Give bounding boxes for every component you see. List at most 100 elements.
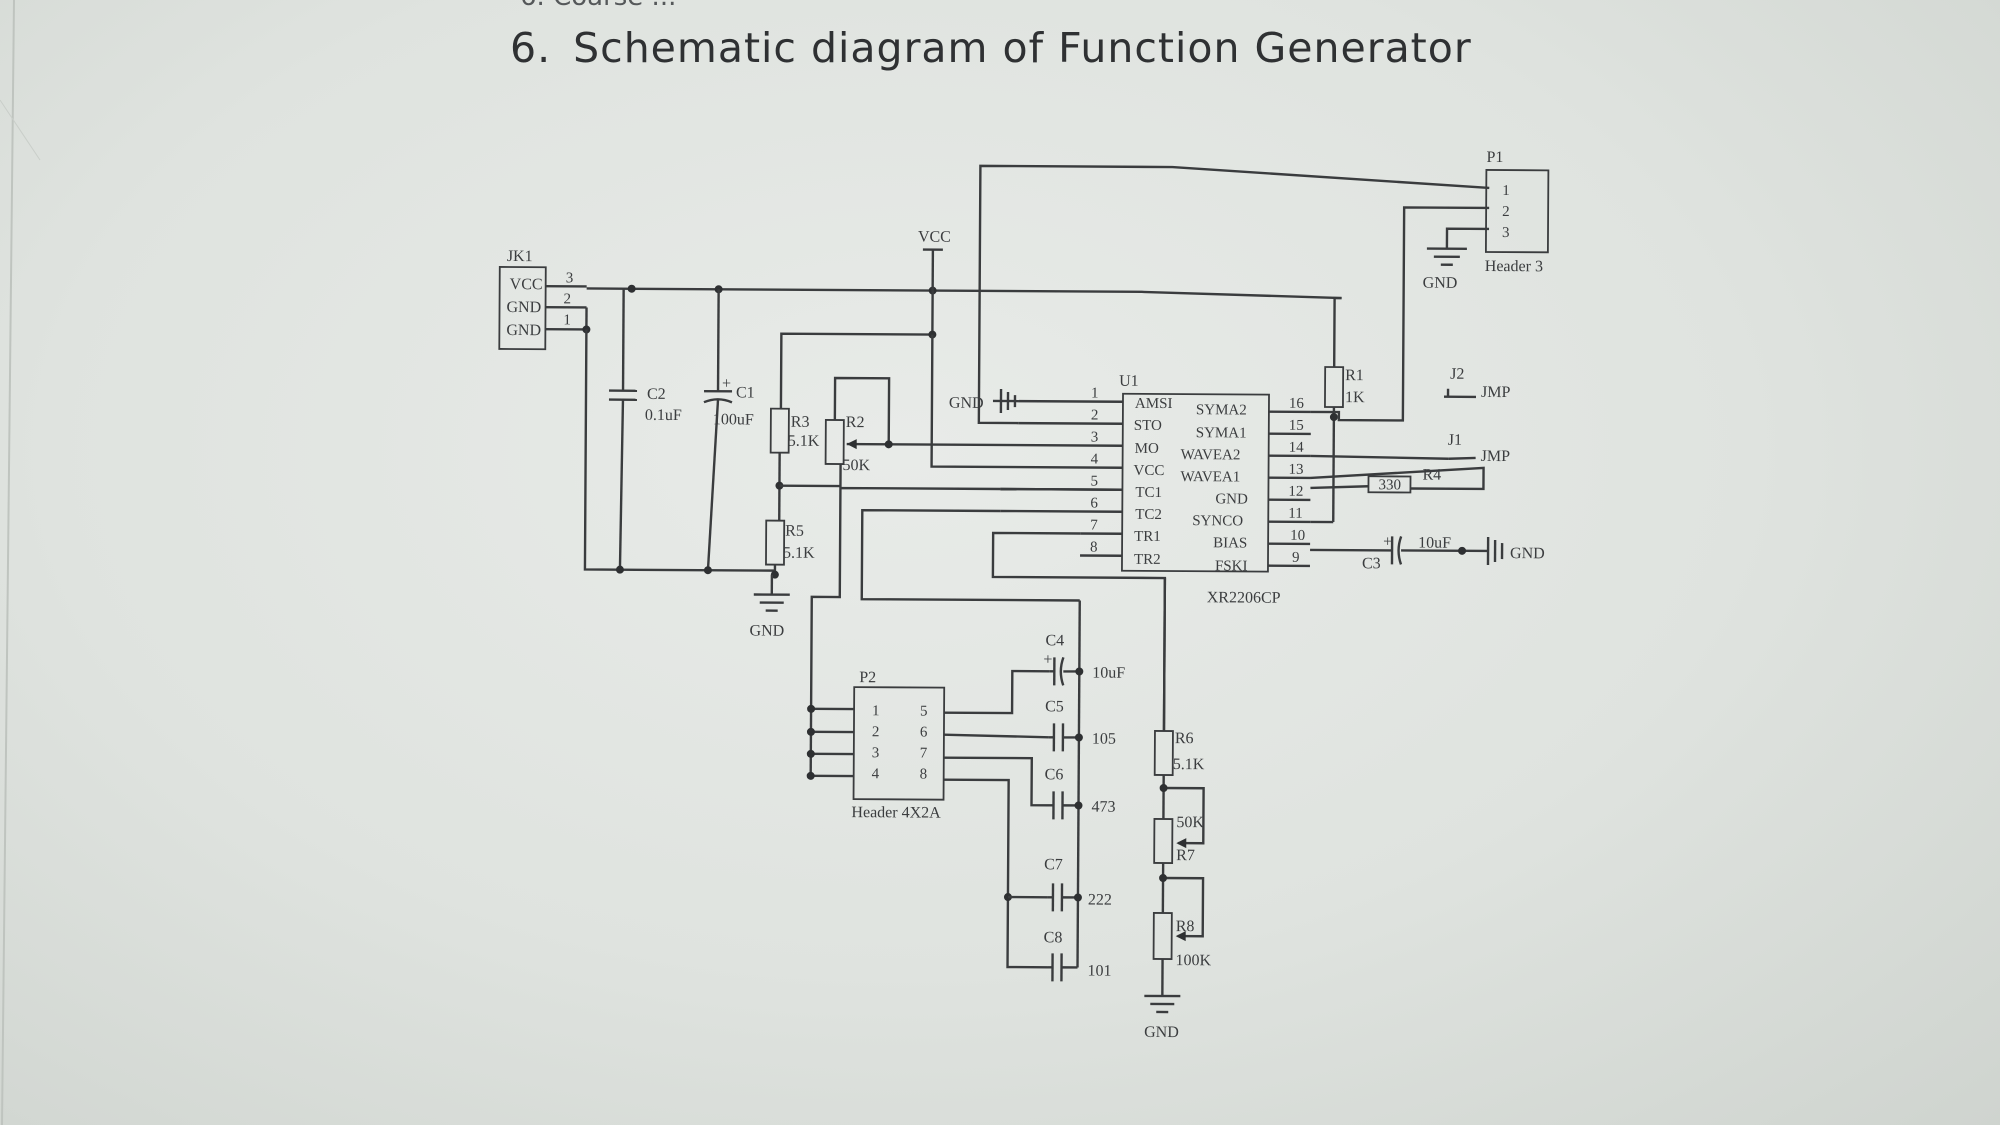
p2-pin-8: 8 xyxy=(920,767,928,783)
gnd-symbol-u1-left: GND xyxy=(949,388,1019,414)
c6-ref: C6 xyxy=(1045,766,1064,783)
title-text: Schematic diagram of Function Generator xyxy=(573,24,1472,72)
section-number: 6. xyxy=(510,24,552,72)
u1-pin-tc2: TC2 xyxy=(1135,507,1162,523)
p2-header: P2 Header 4X2A 1 2 3 4 5 6 7 8 xyxy=(806,669,1050,969)
u1-num-2: 2 xyxy=(1091,408,1099,424)
page-title: 6. Schematic diagram of Function Generato… xyxy=(510,24,1472,72)
c8-ref: C8 xyxy=(1044,929,1063,946)
jk1-pin-gnd-2: GND xyxy=(506,299,541,316)
j1-ref: J1 xyxy=(1448,432,1462,449)
jk1-num-2: 2 xyxy=(564,291,572,307)
r1-resistor: R1 1K xyxy=(1310,366,1365,524)
jk1-num-1: 1 xyxy=(563,312,571,328)
u1-pin-sto: STO xyxy=(1134,418,1162,434)
p2-ref: P2 xyxy=(859,669,876,686)
p1-name: Header 3 xyxy=(1485,258,1543,275)
p1-pin-2: 2 xyxy=(1502,204,1510,220)
j1-value: JMP xyxy=(1481,448,1511,465)
u1-num-13: 13 xyxy=(1289,462,1304,478)
j2-ref: J2 xyxy=(1450,366,1464,383)
p2-pin-3: 3 xyxy=(872,745,880,761)
gnd-label-left: GND xyxy=(750,622,785,639)
svg-text:+: + xyxy=(722,375,731,392)
c1-value: 100uF xyxy=(713,411,754,428)
r2-potentiometer: R2 50K xyxy=(779,376,1123,488)
r3-ref: R3 xyxy=(791,414,810,431)
jk1-num-3: 3 xyxy=(566,270,574,286)
svg-text:+: + xyxy=(1383,533,1392,550)
u1-num-3: 3 xyxy=(1091,430,1099,446)
p2-pin-6: 6 xyxy=(920,725,928,741)
c6-capacitor: C6 473 xyxy=(1045,766,1116,820)
u1-num-1: 1 xyxy=(1091,386,1099,402)
c4-value: 10uF xyxy=(1092,665,1125,682)
p1-pin-3: 3 xyxy=(1502,225,1510,241)
c7-ref: C7 xyxy=(1044,856,1063,873)
r3-resistor: R3 5.1K xyxy=(769,407,820,521)
u1-pin-wavea2: WAVEA2 xyxy=(1181,447,1241,463)
p2-pin-1: 1 xyxy=(872,703,880,719)
r7-ref: R7 xyxy=(1176,847,1195,864)
c5-value: 105 xyxy=(1092,731,1116,748)
r1-ref: R1 xyxy=(1345,367,1364,384)
u1-left-pin-numbers: 1 2 3 4 5 6 7 8 xyxy=(1090,386,1099,556)
u1-num-5: 5 xyxy=(1090,474,1098,490)
u1-pin-synco: SYNCO xyxy=(1192,513,1243,529)
u1-num-4: 4 xyxy=(1091,452,1099,468)
u1-pin-tc1: TC1 xyxy=(1135,485,1162,501)
u1-pin-bias: BIAS xyxy=(1213,535,1247,551)
r8-potentiometer: R8 100K xyxy=(1152,912,1212,969)
u1-pin-tr2: TR2 xyxy=(1134,552,1161,568)
r4-ref: R4 xyxy=(1422,467,1441,484)
p2-pin-4: 4 xyxy=(872,766,880,782)
gnd-label-c3: GND xyxy=(1510,545,1545,562)
j2-value: JMP xyxy=(1481,384,1511,401)
c3-ref: C3 xyxy=(1362,555,1381,572)
c1-ref: C1 xyxy=(736,384,755,401)
c8-capacitor: C8 101 xyxy=(1044,929,1112,982)
c7-value: 222 xyxy=(1088,892,1112,909)
r3-value: 5.1K xyxy=(788,433,820,450)
r7-value: 50K xyxy=(1176,814,1204,831)
u1-pin-amsi: AMSI xyxy=(1135,396,1173,412)
r5-resistor: R5 5.1K xyxy=(765,519,815,579)
r4-value: 330 xyxy=(1378,477,1401,493)
r8-ref: R8 xyxy=(1176,918,1195,935)
gnd-symbol-left: GND xyxy=(750,574,790,640)
r6-resistor: R6 5.1K xyxy=(1153,730,1205,776)
jk1-pin-gnd-1: GND xyxy=(506,322,541,339)
svg-text:+: + xyxy=(1043,651,1052,668)
c5-capacitor: C5 105 xyxy=(1045,698,1116,752)
jk1-ref: JK1 xyxy=(507,248,533,265)
u1-num-10: 10 xyxy=(1290,528,1305,544)
u1-ref: U1 xyxy=(1119,373,1139,390)
p1-pin-1: 1 xyxy=(1502,183,1510,199)
u1-pin-vcc: VCC xyxy=(1133,463,1164,479)
r7-potentiometer: 50K R7 xyxy=(1153,814,1204,864)
u1-num-7: 7 xyxy=(1090,518,1098,534)
u1-num-16: 16 xyxy=(1289,396,1305,412)
u1-pin-syma1: SYMA1 xyxy=(1196,425,1247,441)
c5-ref: C5 xyxy=(1045,698,1064,715)
r8-value: 100K xyxy=(1176,952,1212,969)
c3-capacitor: + C3 10uF GND xyxy=(1310,533,1545,572)
u1-pin-syma2: SYMA2 xyxy=(1196,402,1247,418)
u1-pin-tr1: TR1 xyxy=(1134,529,1161,545)
c2-ref: C2 xyxy=(647,386,666,403)
r6-ref: R6 xyxy=(1175,730,1194,747)
vcc-rail: VCC xyxy=(586,228,1342,368)
u1-right-pin-numbers: 16 15 14 13 12 11 10 9 xyxy=(1288,396,1305,566)
previous-section-line: 6. Coarse ... xyxy=(520,0,676,12)
c6-value: 473 xyxy=(1091,799,1115,816)
gnd-label-u1: GND xyxy=(949,395,984,412)
j2-jumper: J2 JMP xyxy=(1443,366,1511,401)
gnd-label-p1: GND xyxy=(1423,275,1458,292)
u1-num-6: 6 xyxy=(1090,496,1098,512)
gnd-label-bottom: GND xyxy=(1144,1024,1179,1041)
c3-value: 10uF xyxy=(1418,535,1451,552)
r5-ref: R5 xyxy=(785,523,804,540)
r1-value: 1K xyxy=(1345,389,1365,406)
